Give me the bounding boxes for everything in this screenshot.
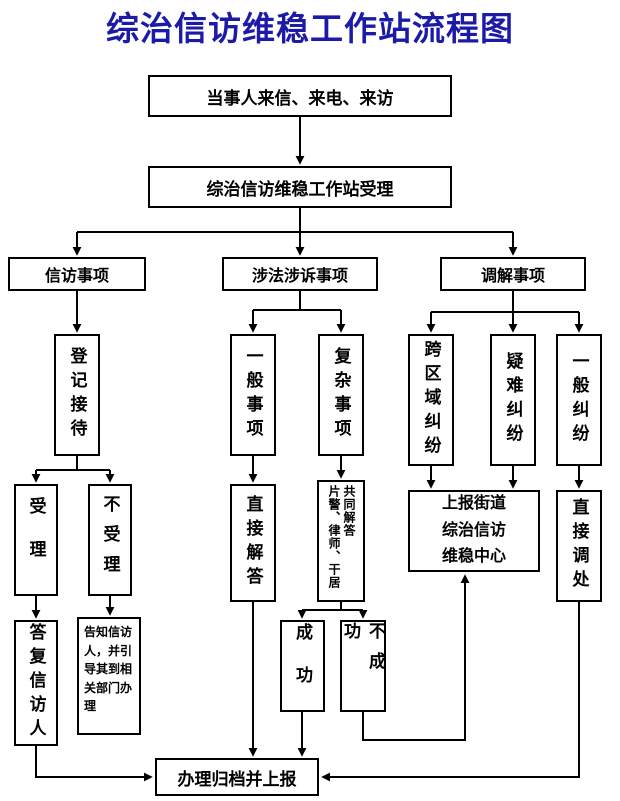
node-success: 成功 [280,620,325,712]
node-difficult-dispute: 疑难纠纷 [490,334,536,466]
node-mediation-matters: 调解事项 [440,257,586,291]
node-accepted: 受理 [14,484,58,596]
node-unsuccessful: 不成功 [340,620,386,712]
page-title: 综治信访维稳工作站流程图 [106,10,514,47]
node-register-reception: 登记接待 [54,334,100,456]
node-direct-answer: 直接解答 [230,484,276,602]
node-inform-redirect: 告知信访人，并引导其到相关部门办理 [77,617,141,735]
node-legal-litigation-matters: 涉法涉诉事项 [222,257,378,291]
connector-shefa-branch [248,291,470,757]
connector-accept-to-branches [72,208,518,256]
node-joint-answer: 片警、律师、干居共同解答 [317,480,365,602]
node-report-street-center: 上报街道 综治信访 维稳中心 [408,490,540,572]
connector-tiaojie-branch [321,291,584,782]
connector-xinfang-branch [31,291,153,782]
node-not-accepted: 不受理 [88,484,132,596]
node-cross-region-dispute: 跨区域纠纷 [408,334,454,466]
node-inform-redirect-label: 告知信访人，并引导其到相关部门办理 [84,625,133,714]
node-complex-matter: 复杂事项 [318,334,364,456]
node-parties: 当事人来信、来电、来访 [148,75,452,117]
node-workstation-accept: 综治信访维稳工作站受理 [148,166,452,208]
node-reply-petitioner: 答复信访人 [14,620,58,746]
node-general-dispute: 一般纠纷 [556,334,602,466]
node-archive-report: 办理归档并上报 [155,758,319,796]
node-direct-mediation: 直接调处 [556,490,602,602]
node-petition-matters: 信访事项 [8,257,146,291]
node-report-street-center-label: 上报街道 综治信访 维稳中心 [441,495,506,566]
node-general-matter: 一般事项 [230,334,276,456]
